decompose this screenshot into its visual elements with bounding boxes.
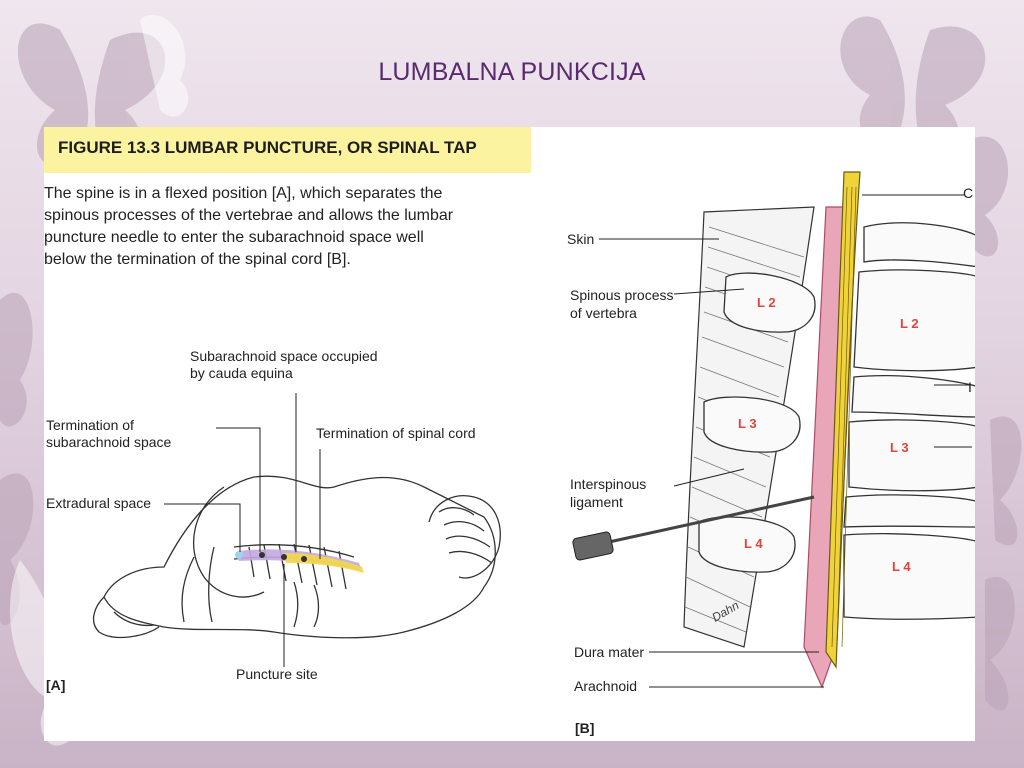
butterfly-icon [840,16,905,142]
caption-line: below the termination of the spinal cord… [44,251,351,268]
panel-a-illustration [92,393,501,667]
label-puncture-site: Puncture site [236,666,318,682]
label-subarachnoid-cauda: Subarachnoid space occupied [190,348,378,364]
vertebra-label: L 2 [900,316,919,331]
label-termination-subarachnoid: Termination of [46,417,134,433]
label-dura-mater: Dura mater [574,644,645,660]
caption-line: puncture needle to enter the subarachnoi… [44,229,424,246]
panel-a-tag: [A] [46,677,66,693]
label-arachnoid: Arachnoid [574,678,638,694]
label-spinous-process-2: of vertebra [570,305,637,321]
label-termination-subarachnoid-2: subarachnoid space [46,434,172,450]
butterfly-icon [0,473,34,626]
vertebra-label: L 2 [757,295,776,310]
label-subarachnoid-cauda-2: by cauda equina [190,365,293,381]
panel-b-illustration: Dahn [572,171,975,689]
butterfly-icon [990,416,1022,546]
caption-line: spinous processes of the vertebrae and a… [44,207,454,224]
panel-b-tag: [B] [575,720,595,736]
butterfly-icon [985,576,1015,711]
slide-title: LUMBALNA PUNKCIJA [378,58,646,86]
label-extradural: Extradural space [46,495,152,511]
label-cut-top: C [963,185,974,201]
label-skin: Skin [567,231,595,247]
butterfly-icon [915,26,986,152]
figure-heading-bar: FIGURE 13.3 LUMBAR PUNCTURE, OR SPINAL T… [44,127,531,173]
vertebra-label: L 3 [890,440,909,455]
butterfly-icon [970,136,1009,257]
label-termination-cord: Termination of spinal cord [316,425,476,441]
figure-heading: FIGURE 13.3 LUMBAR PUNCTURE, OR SPINAL T… [58,138,477,157]
label-interspinous: Interspinous [570,476,647,492]
label-interspinous-2: ligament [570,494,623,510]
label-cut-mid: I [968,379,972,395]
textbook-figure: FIGURE 13.3 LUMBAR PUNCTURE, OR SPINAL T… [44,127,975,741]
vertebra-label: L 4 [892,559,911,574]
label-spinous-process: Spinous process [570,287,674,303]
vertebra-label: L 3 [738,416,757,431]
butterfly-icon [0,292,33,427]
caption-line: The spine is in a flexed position [A], w… [44,185,443,202]
vertebra-label: L 4 [744,536,763,551]
